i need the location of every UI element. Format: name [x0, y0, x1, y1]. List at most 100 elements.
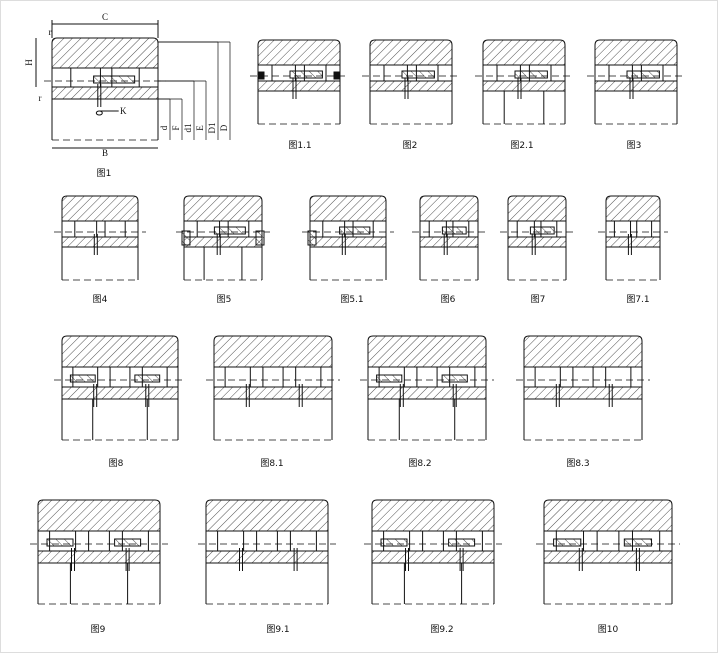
figure-fig4: 图4 — [54, 195, 146, 305]
figure-fig8: 图8 — [54, 335, 186, 469]
figure-caption: 图2 — [403, 140, 418, 151]
dim-label-D: D — [219, 124, 229, 131]
outer-ring — [37, 499, 161, 532]
figure-fig9_2: 图9.2 — [364, 499, 502, 635]
dim-label-c: C — [102, 12, 108, 22]
figure-caption: 图9 — [91, 624, 106, 635]
dim-label-F: F — [171, 125, 181, 130]
outer-ring — [213, 335, 333, 368]
figure-fig7: 图7 — [500, 195, 574, 305]
outer-ring — [605, 195, 661, 222]
roller — [636, 220, 653, 238]
roller — [74, 220, 98, 238]
inner-ring — [369, 80, 453, 92]
retaining-rib — [376, 374, 403, 383]
figure-fig10: 图10 — [536, 499, 680, 635]
roller — [256, 530, 278, 552]
outer-ring — [543, 499, 673, 532]
outer-ring — [507, 195, 567, 222]
inner-ring — [213, 386, 333, 400]
figure-fig9_1: 图9.1 — [198, 499, 336, 635]
figure-caption: 图8.2 — [408, 458, 431, 469]
figure-caption: 图8.1 — [260, 458, 283, 469]
figure-caption: 图1.1 — [288, 140, 311, 151]
roller — [416, 366, 438, 388]
figure-caption: 图6 — [441, 294, 456, 305]
outer-ring — [371, 499, 495, 532]
retaining-rib — [213, 226, 246, 235]
outer-ring — [205, 499, 329, 532]
figure-caption: 图3 — [627, 140, 642, 151]
inner-ring — [507, 236, 567, 248]
retaining-rib — [514, 70, 548, 79]
dim-label-D1: D1 — [207, 123, 217, 134]
figure-fig2: 图2 — [362, 39, 460, 151]
inner-ring — [37, 550, 161, 564]
figure-caption: 图4 — [93, 294, 108, 305]
dim-label-r-side: r — [39, 93, 42, 103]
outer-ring — [369, 39, 453, 66]
retaining-rib — [339, 226, 371, 235]
figure-fig8_3: 图8.3 — [516, 335, 650, 469]
retaining-rib — [289, 70, 323, 79]
retaining-rib — [626, 70, 660, 79]
outer-ring — [367, 335, 487, 368]
figure-fig8_1: 图8.1 — [206, 335, 340, 469]
figure-caption: 图8 — [109, 458, 124, 469]
figure-fig1_1: 图1.1 — [250, 39, 348, 151]
outer-ring — [61, 195, 139, 222]
inner-ring — [205, 550, 329, 564]
inner-ring — [543, 550, 673, 564]
outer-ring — [309, 195, 387, 222]
inner-ring — [183, 236, 263, 248]
dim-label-b: B — [102, 148, 108, 158]
retaining-rib — [553, 538, 582, 547]
inner-ring — [61, 236, 139, 248]
outer-ring — [51, 37, 159, 69]
retaining-rib — [69, 374, 96, 383]
dim-label-h: H — [24, 59, 34, 66]
retaining-rib — [623, 538, 653, 547]
roller — [422, 530, 444, 552]
retaining-rib — [114, 538, 142, 547]
dim-label-d: d — [159, 125, 169, 130]
figure-caption: 图9.2 — [430, 624, 453, 635]
inner-ring — [61, 386, 179, 400]
retaining-rib — [46, 538, 74, 547]
figure-fig3: 图3 — [587, 39, 685, 151]
dim-label-E: E — [195, 125, 205, 131]
figure-fig7_1: 图7.1 — [598, 195, 668, 305]
seal-left — [257, 71, 265, 80]
inner-ring — [523, 386, 643, 400]
retaining-rib — [441, 226, 467, 235]
figure-caption: 图7.1 — [626, 294, 649, 305]
inner-ring — [257, 80, 341, 92]
inner-ring — [605, 236, 661, 248]
figure-fig2_1: 图2.1 — [475, 39, 573, 151]
retaining-rib — [448, 538, 476, 547]
retaining-rib — [441, 374, 468, 383]
roller — [109, 366, 131, 388]
roller — [262, 366, 284, 388]
outer-ring — [257, 39, 341, 66]
figure-caption: 图5 — [217, 294, 232, 305]
retaining-rib — [529, 226, 555, 235]
inner-ring — [371, 550, 495, 564]
figure-caption: 图8.3 — [566, 458, 589, 469]
figure-caption: 图7 — [531, 294, 546, 305]
figure-fig6: 图6 — [412, 195, 486, 305]
outer-ring — [419, 195, 479, 222]
figure-fig9: 图9 — [30, 499, 168, 635]
roller — [596, 530, 620, 552]
outer-ring — [183, 195, 263, 222]
roller — [572, 366, 594, 388]
inner-ring — [482, 80, 566, 92]
dim-label-r-top: r — [49, 27, 52, 37]
retaining-rib — [93, 75, 136, 84]
retaining-rib — [380, 538, 408, 547]
k-marker — [95, 110, 103, 116]
inner-ring — [594, 80, 678, 92]
retaining-rib — [134, 374, 161, 383]
